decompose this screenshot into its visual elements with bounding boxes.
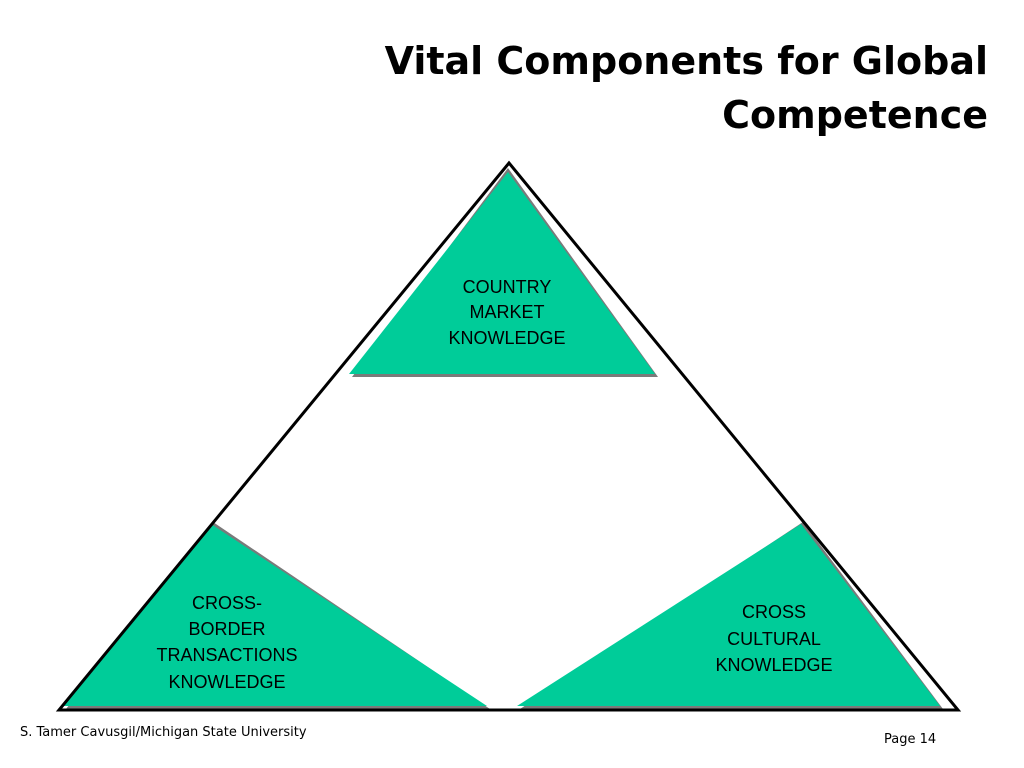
- bottom-left-component-triangle: [63, 524, 487, 706]
- footer-credit: S. Tamer Cavusgil/Michigan State Univers…: [20, 725, 307, 740]
- bottom-left-component-label: CROSS- BORDER TRANSACTIONS KNOWLEDGE: [156, 593, 297, 692]
- slide-title: Vital Components for Global Competence: [288, 34, 988, 142]
- bottom-right-component-label: CROSS CULTURAL KNOWLEDGE: [715, 602, 832, 675]
- bottom-left-label-line-1: CROSS-: [192, 593, 262, 613]
- title-line-1: Vital Components for Global: [384, 39, 988, 83]
- top-component-triangle: [349, 172, 655, 374]
- page-number: Page 14: [884, 732, 937, 747]
- bottom-right-component-triangle: [517, 524, 940, 706]
- outer-triangle: [55, 160, 962, 712]
- top-label-line-2: MARKET: [469, 302, 544, 322]
- bottom-right-label-line-3: KNOWLEDGE: [715, 655, 832, 675]
- top-label-line-3: KNOWLEDGE: [448, 328, 565, 348]
- bottom-left-label-line-4: KNOWLEDGE: [168, 672, 285, 692]
- bottom-left-label-line-3: TRANSACTIONS: [156, 645, 297, 665]
- top-label-line-1: COUNTRY: [463, 277, 552, 297]
- bottom-right-label-line-2: CULTURAL: [727, 629, 821, 649]
- title-line-2: Competence: [722, 93, 988, 137]
- bottom-left-label-line-2: BORDER: [188, 619, 265, 639]
- bottom-right-label-line-1: CROSS: [742, 602, 806, 622]
- top-component-label: COUNTRY MARKET KNOWLEDGE: [448, 277, 565, 348]
